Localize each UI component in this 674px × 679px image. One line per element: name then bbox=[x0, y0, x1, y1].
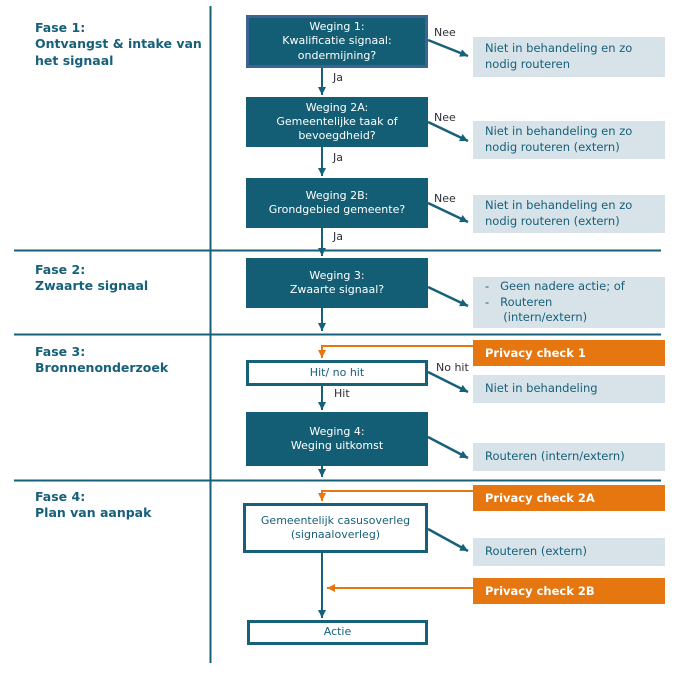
phase-label-fase4: Fase 4: Plan van aanpak bbox=[35, 489, 152, 521]
arrow-weging3-outcome bbox=[427, 285, 469, 308]
node-weging-3: Weging 3: Zwaarte signaal? bbox=[246, 258, 428, 308]
arrow-no-hit bbox=[427, 370, 469, 394]
node-actie: Actie bbox=[247, 620, 428, 645]
node-weging-1: Weging 1: Kwalificatie signaal: ondermij… bbox=[246, 15, 428, 68]
node-casusoverleg: Gemeentelijk casusoverleg (signaaloverle… bbox=[243, 503, 428, 553]
outcome-geen-nadere-actie: - Geen nadere actie; of - Routeren (inte… bbox=[473, 277, 665, 328]
phase-label-fase2: Fase 2: Zwaarte signaal bbox=[35, 262, 149, 294]
outcome-routeren-extern: Routeren (extern) bbox=[473, 538, 665, 566]
privacy-check-2b-box: Privacy check 2B bbox=[473, 578, 665, 604]
outcome-niet-in-behandeling: Niet in behandeling bbox=[473, 375, 665, 403]
outcome-niet-in-behandeling-extern-2: Niet in behandeling en zo nodig routeren… bbox=[473, 195, 665, 233]
outcome-niet-in-behandeling-extern-1: Niet in behandeling en zo nodig routeren… bbox=[473, 121, 665, 159]
edge-label-nee-1: Nee bbox=[434, 26, 456, 39]
edge-label-no-hit: No hit bbox=[436, 361, 469, 374]
edge-label-hit: Hit bbox=[334, 387, 350, 400]
arrow-privacy-check-2a bbox=[318, 490, 473, 501]
edge-label-ja-1: Ja bbox=[333, 71, 343, 84]
arrow-nee-3 bbox=[427, 201, 469, 224]
privacy-check-2a-box: Privacy check 2A bbox=[473, 485, 665, 511]
phase-label-fase1: Fase 1: Ontvangst & intake van het signa… bbox=[35, 20, 202, 68]
node-hit-no-hit: Hit/ no hit bbox=[246, 360, 428, 386]
edge-label-nee-2: Nee bbox=[434, 111, 456, 124]
node-weging-4: Weging 4: Weging uitkomst bbox=[246, 412, 428, 466]
node-weging-2a: Weging 2A: Gemeentelijke taak of bevoegd… bbox=[246, 97, 428, 147]
arrow-nee-1 bbox=[427, 38, 469, 58]
arrow-weging4-outcome bbox=[427, 435, 469, 460]
edge-label-ja-3: Ja bbox=[333, 230, 343, 243]
privacy-check-1-box: Privacy check 1 bbox=[473, 340, 665, 366]
node-weging-2b: Weging 2B: Grondgebied gemeente? bbox=[246, 178, 428, 228]
arrow-casus-outcome bbox=[427, 527, 469, 553]
edge-label-nee-3: Nee bbox=[434, 192, 456, 205]
outcome-niet-in-behandeling-routeren: Niet in behandeling en zo nodig routeren bbox=[473, 37, 665, 77]
phase-label-fase3: Fase 3: Bronnenonderzoek bbox=[35, 344, 169, 376]
arrow-nee-2 bbox=[427, 120, 469, 143]
arrow-privacy-check-1 bbox=[318, 345, 473, 358]
outcome-routeren-intern-extern: Routeren (intern/extern) bbox=[473, 443, 665, 471]
edge-label-ja-2: Ja bbox=[333, 151, 343, 164]
